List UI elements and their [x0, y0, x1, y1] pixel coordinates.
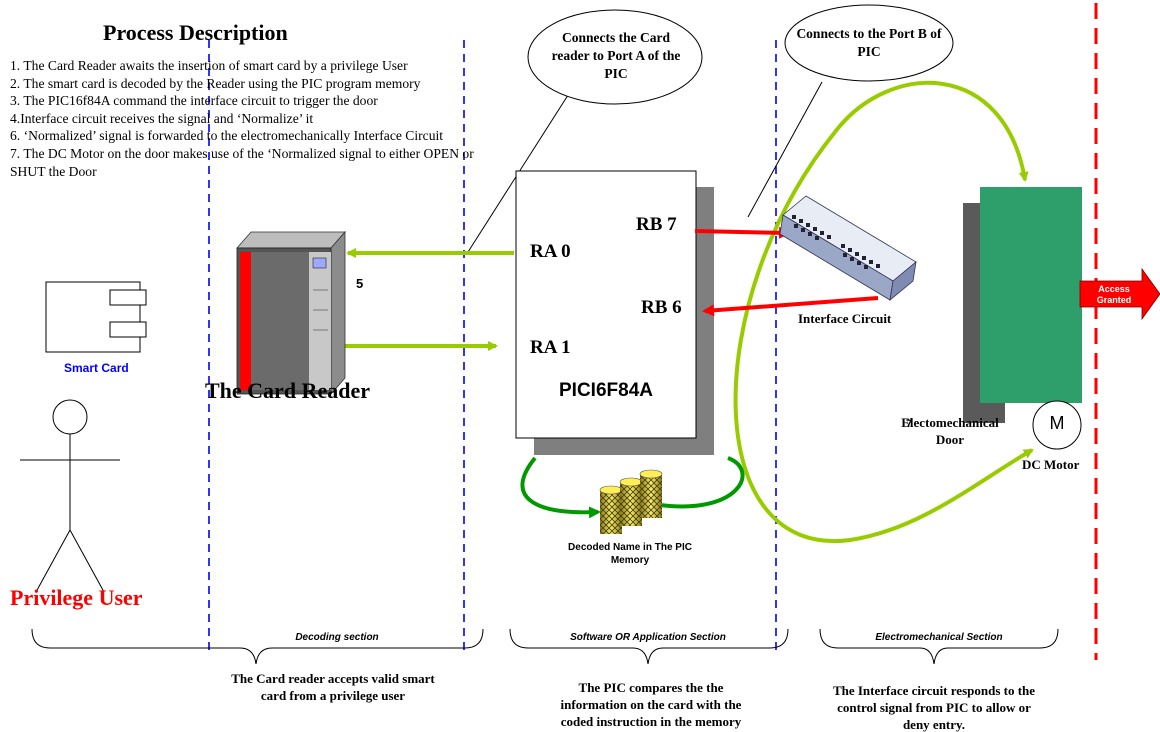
dc-motor-icon: [1032, 400, 1082, 450]
callout-port-a-text: Connects the Card reader to Port A of th…: [551, 30, 681, 81]
card-reader-number: 5: [356, 276, 364, 291]
section-decoding-label: Decoding section: [295, 632, 379, 643]
process-step: 3. The PIC16f84A command the interface c…: [10, 93, 378, 109]
memory-loop-arrow-left: [520, 456, 601, 519]
signal-loop-to-motor: [733, 130, 1034, 544]
brace-electromechanical: [819, 628, 1059, 665]
pin-rb6: RB 6: [641, 297, 682, 318]
pic-chip-label: PICI6F84A: [559, 380, 653, 401]
interface-circuit-icon: [779, 195, 917, 301]
memory-label: Decoded Name in The PIC Memory: [568, 542, 692, 566]
motor-label: DC Motor: [1022, 457, 1080, 472]
pin-rb7: RB 7: [636, 214, 677, 235]
motor-symbol: M: [1049, 413, 1065, 433]
section-electromechanical-label: Electromechanical Section: [875, 632, 1003, 643]
process-step: 2. The smart card is decoded by the Read…: [10, 75, 421, 91]
door-number: 7: [906, 418, 913, 430]
smart-card-icon: [45, 281, 147, 353]
caption-decoding: The Card reader accepts valid smart card…: [231, 671, 435, 703]
process-steps: 1. The Card Reader awaits the insertion …: [10, 57, 510, 180]
process-step: 7. The DC Motor on the door makes use of…: [10, 145, 474, 179]
callout-port-a-bubble: [527, 9, 703, 105]
smart-card-label: Smart Card: [64, 361, 129, 375]
caption-software: The PIC compares the the information on …: [560, 680, 742, 729]
callout-port-b-bubble: [784, 4, 954, 82]
memory-loop-arrow-right: [659, 456, 745, 509]
card-reader-icon: [236, 230, 346, 396]
pin-ra0: RA 0: [530, 241, 571, 262]
privilege-user-label: Privilege User: [10, 585, 143, 610]
callout-port-b-pointer: [747, 81, 823, 218]
process-step: 1. The Card Reader awaits the insertion …: [10, 58, 408, 73]
pic-chip: [515, 170, 697, 439]
card-reader-label: The Card Reader: [205, 378, 370, 403]
caption-electromechanical: The Interface circuit responds to the co…: [832, 683, 1036, 732]
process-step: 6. ‘Normalized’ signal is forwarded to t…: [10, 128, 444, 144]
pin-ra1: RA 1: [530, 337, 571, 358]
memory-cylinders: [599, 469, 663, 534]
process-step: 4.Interface circuit receives the signal …: [10, 110, 314, 126]
brace-decoding: [31, 628, 484, 665]
arrow-interface-to-rb6: [702, 296, 879, 317]
access-granted-label: Access Granted: [1096, 284, 1132, 305]
section-software-label: Software OR Application Section: [570, 632, 726, 643]
arrow-rb7-to-interface: [694, 226, 791, 239]
callout-port-b-text: Connects to the Port B of PIC: [796, 26, 942, 59]
privilege-user-figure: [20, 399, 120, 593]
process-title: Process Description: [103, 20, 288, 45]
interface-circuit-label: Interface Circuit: [798, 311, 892, 326]
brace-software: [509, 628, 789, 665]
door-panel: [980, 187, 1082, 403]
door-label: Electomechanical Door: [901, 415, 999, 447]
signal-loop-to-door: [833, 80, 1029, 182]
access-granted-arrow: [1079, 267, 1160, 321]
